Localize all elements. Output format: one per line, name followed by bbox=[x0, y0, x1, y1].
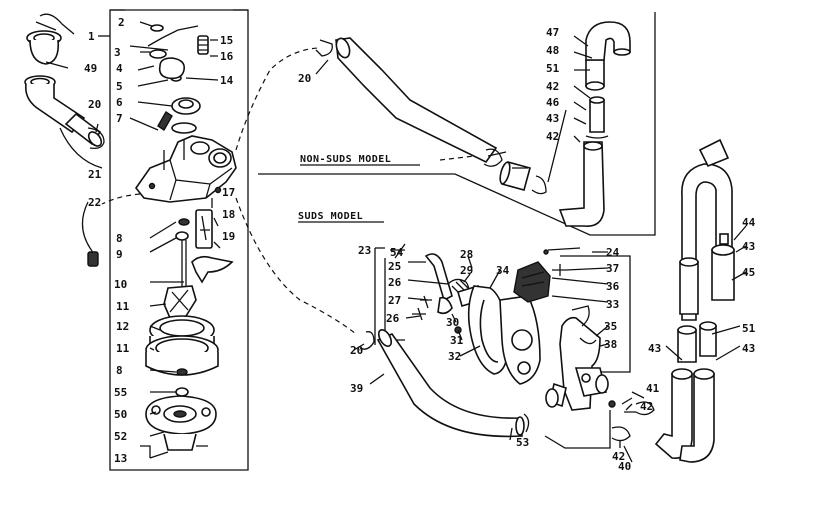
part-number: 1 bbox=[88, 30, 95, 43]
part-number: 53 bbox=[516, 436, 529, 449]
impeller-and-base bbox=[140, 285, 219, 458]
non-suds-caption: NON-SUDS MODEL bbox=[300, 154, 391, 165]
suds-right-hoses bbox=[608, 138, 735, 463]
part-number: 51 bbox=[742, 322, 756, 335]
part-number: 44 bbox=[742, 216, 756, 229]
part-number: 28 bbox=[460, 248, 473, 261]
part-number: 42 bbox=[546, 130, 559, 143]
part-number: 43 bbox=[648, 342, 661, 355]
part-number: 50 bbox=[114, 408, 127, 421]
part-number: 26 bbox=[386, 312, 400, 325]
pump-mid bbox=[175, 209, 234, 288]
part-number-labels: 1 2 3 4 5 6 7 8 9 10 11 12 11 8 55 50 52… bbox=[84, 16, 756, 473]
part-number: 17 bbox=[222, 186, 235, 199]
part-number: 30 bbox=[446, 316, 459, 329]
part-number: 40 bbox=[618, 460, 631, 473]
part-number: 43 bbox=[742, 240, 755, 253]
part-number: 43 bbox=[742, 342, 755, 355]
part-number: 8 bbox=[116, 364, 123, 377]
part-number: 35 bbox=[604, 320, 617, 333]
part-number: 43 bbox=[546, 112, 559, 125]
part-number: 23 bbox=[358, 244, 371, 257]
part-number: 16 bbox=[220, 50, 234, 63]
part-number: 3 bbox=[114, 46, 121, 59]
suds-hose-39 bbox=[359, 329, 530, 438]
part-number: 21 bbox=[88, 168, 102, 181]
part-number: 10 bbox=[114, 278, 127, 291]
part-number: 20 bbox=[88, 98, 101, 111]
part-number: 27 bbox=[388, 294, 401, 307]
part-number: 42 bbox=[546, 80, 559, 93]
part-number: 11 bbox=[116, 300, 130, 313]
part-number: 19 bbox=[222, 230, 235, 243]
part-number: 54 bbox=[390, 246, 404, 259]
part-number: 14 bbox=[220, 74, 234, 87]
leader-lines bbox=[45, 21, 747, 463]
pump-upper bbox=[129, 24, 209, 134]
part-number: 22 bbox=[88, 196, 101, 209]
drain-spout-49 bbox=[26, 13, 75, 65]
part-number: 38 bbox=[604, 338, 617, 351]
part-number: 13 bbox=[114, 452, 127, 465]
part-number: 47 bbox=[546, 26, 559, 39]
part-number: 49 bbox=[84, 62, 97, 75]
part-number: 36 bbox=[606, 280, 620, 293]
suds-valve-parts bbox=[412, 247, 609, 411]
non-suds-hose bbox=[315, 21, 631, 227]
pump-assembly-frame bbox=[109, 9, 249, 471]
part-number: 4 bbox=[116, 62, 123, 75]
part-number: 5 bbox=[116, 80, 123, 93]
clamp-20-left bbox=[87, 123, 105, 150]
part-number: 33 bbox=[606, 298, 619, 311]
part-number: 15 bbox=[220, 34, 233, 47]
part-number: 51 bbox=[546, 62, 560, 75]
part-number: 7 bbox=[116, 112, 123, 125]
elbow-hose-fitting bbox=[24, 75, 103, 147]
part-number: 48 bbox=[546, 44, 559, 57]
part-number: 34 bbox=[496, 264, 510, 277]
hose-21 bbox=[59, 127, 103, 169]
part-number: 55 bbox=[114, 386, 127, 399]
part-number: 18 bbox=[222, 208, 235, 221]
part-number: 32 bbox=[448, 350, 461, 363]
part-number: 9 bbox=[116, 248, 123, 261]
part-number: 20 bbox=[350, 344, 363, 357]
part-number: 37 bbox=[606, 262, 619, 275]
suds-caption: SUDS MODEL bbox=[298, 211, 363, 222]
part-number: 39 bbox=[350, 382, 363, 395]
part-number: 41 bbox=[646, 382, 660, 395]
part-number: 26 bbox=[388, 276, 402, 289]
pump-housing bbox=[135, 135, 237, 203]
part-number: 12 bbox=[116, 320, 129, 333]
part-number: 24 bbox=[606, 246, 620, 259]
part-number: 31 bbox=[450, 334, 464, 347]
part-number: 42 bbox=[612, 450, 625, 463]
part-number: 45 bbox=[742, 266, 755, 279]
part-number: 6 bbox=[116, 96, 123, 109]
part-number: 46 bbox=[546, 96, 560, 109]
part-number: 52 bbox=[114, 430, 127, 443]
part-number: 29 bbox=[460, 264, 473, 277]
non-suds-frame bbox=[258, 12, 656, 236]
part-number: 42 bbox=[640, 400, 653, 413]
wire-22 bbox=[81, 193, 141, 267]
part-number: 11 bbox=[116, 342, 130, 355]
part-number: 25 bbox=[388, 260, 401, 273]
part-number: 20 bbox=[298, 72, 311, 85]
part-number: 8 bbox=[116, 232, 123, 245]
part-number: 2 bbox=[118, 16, 125, 29]
